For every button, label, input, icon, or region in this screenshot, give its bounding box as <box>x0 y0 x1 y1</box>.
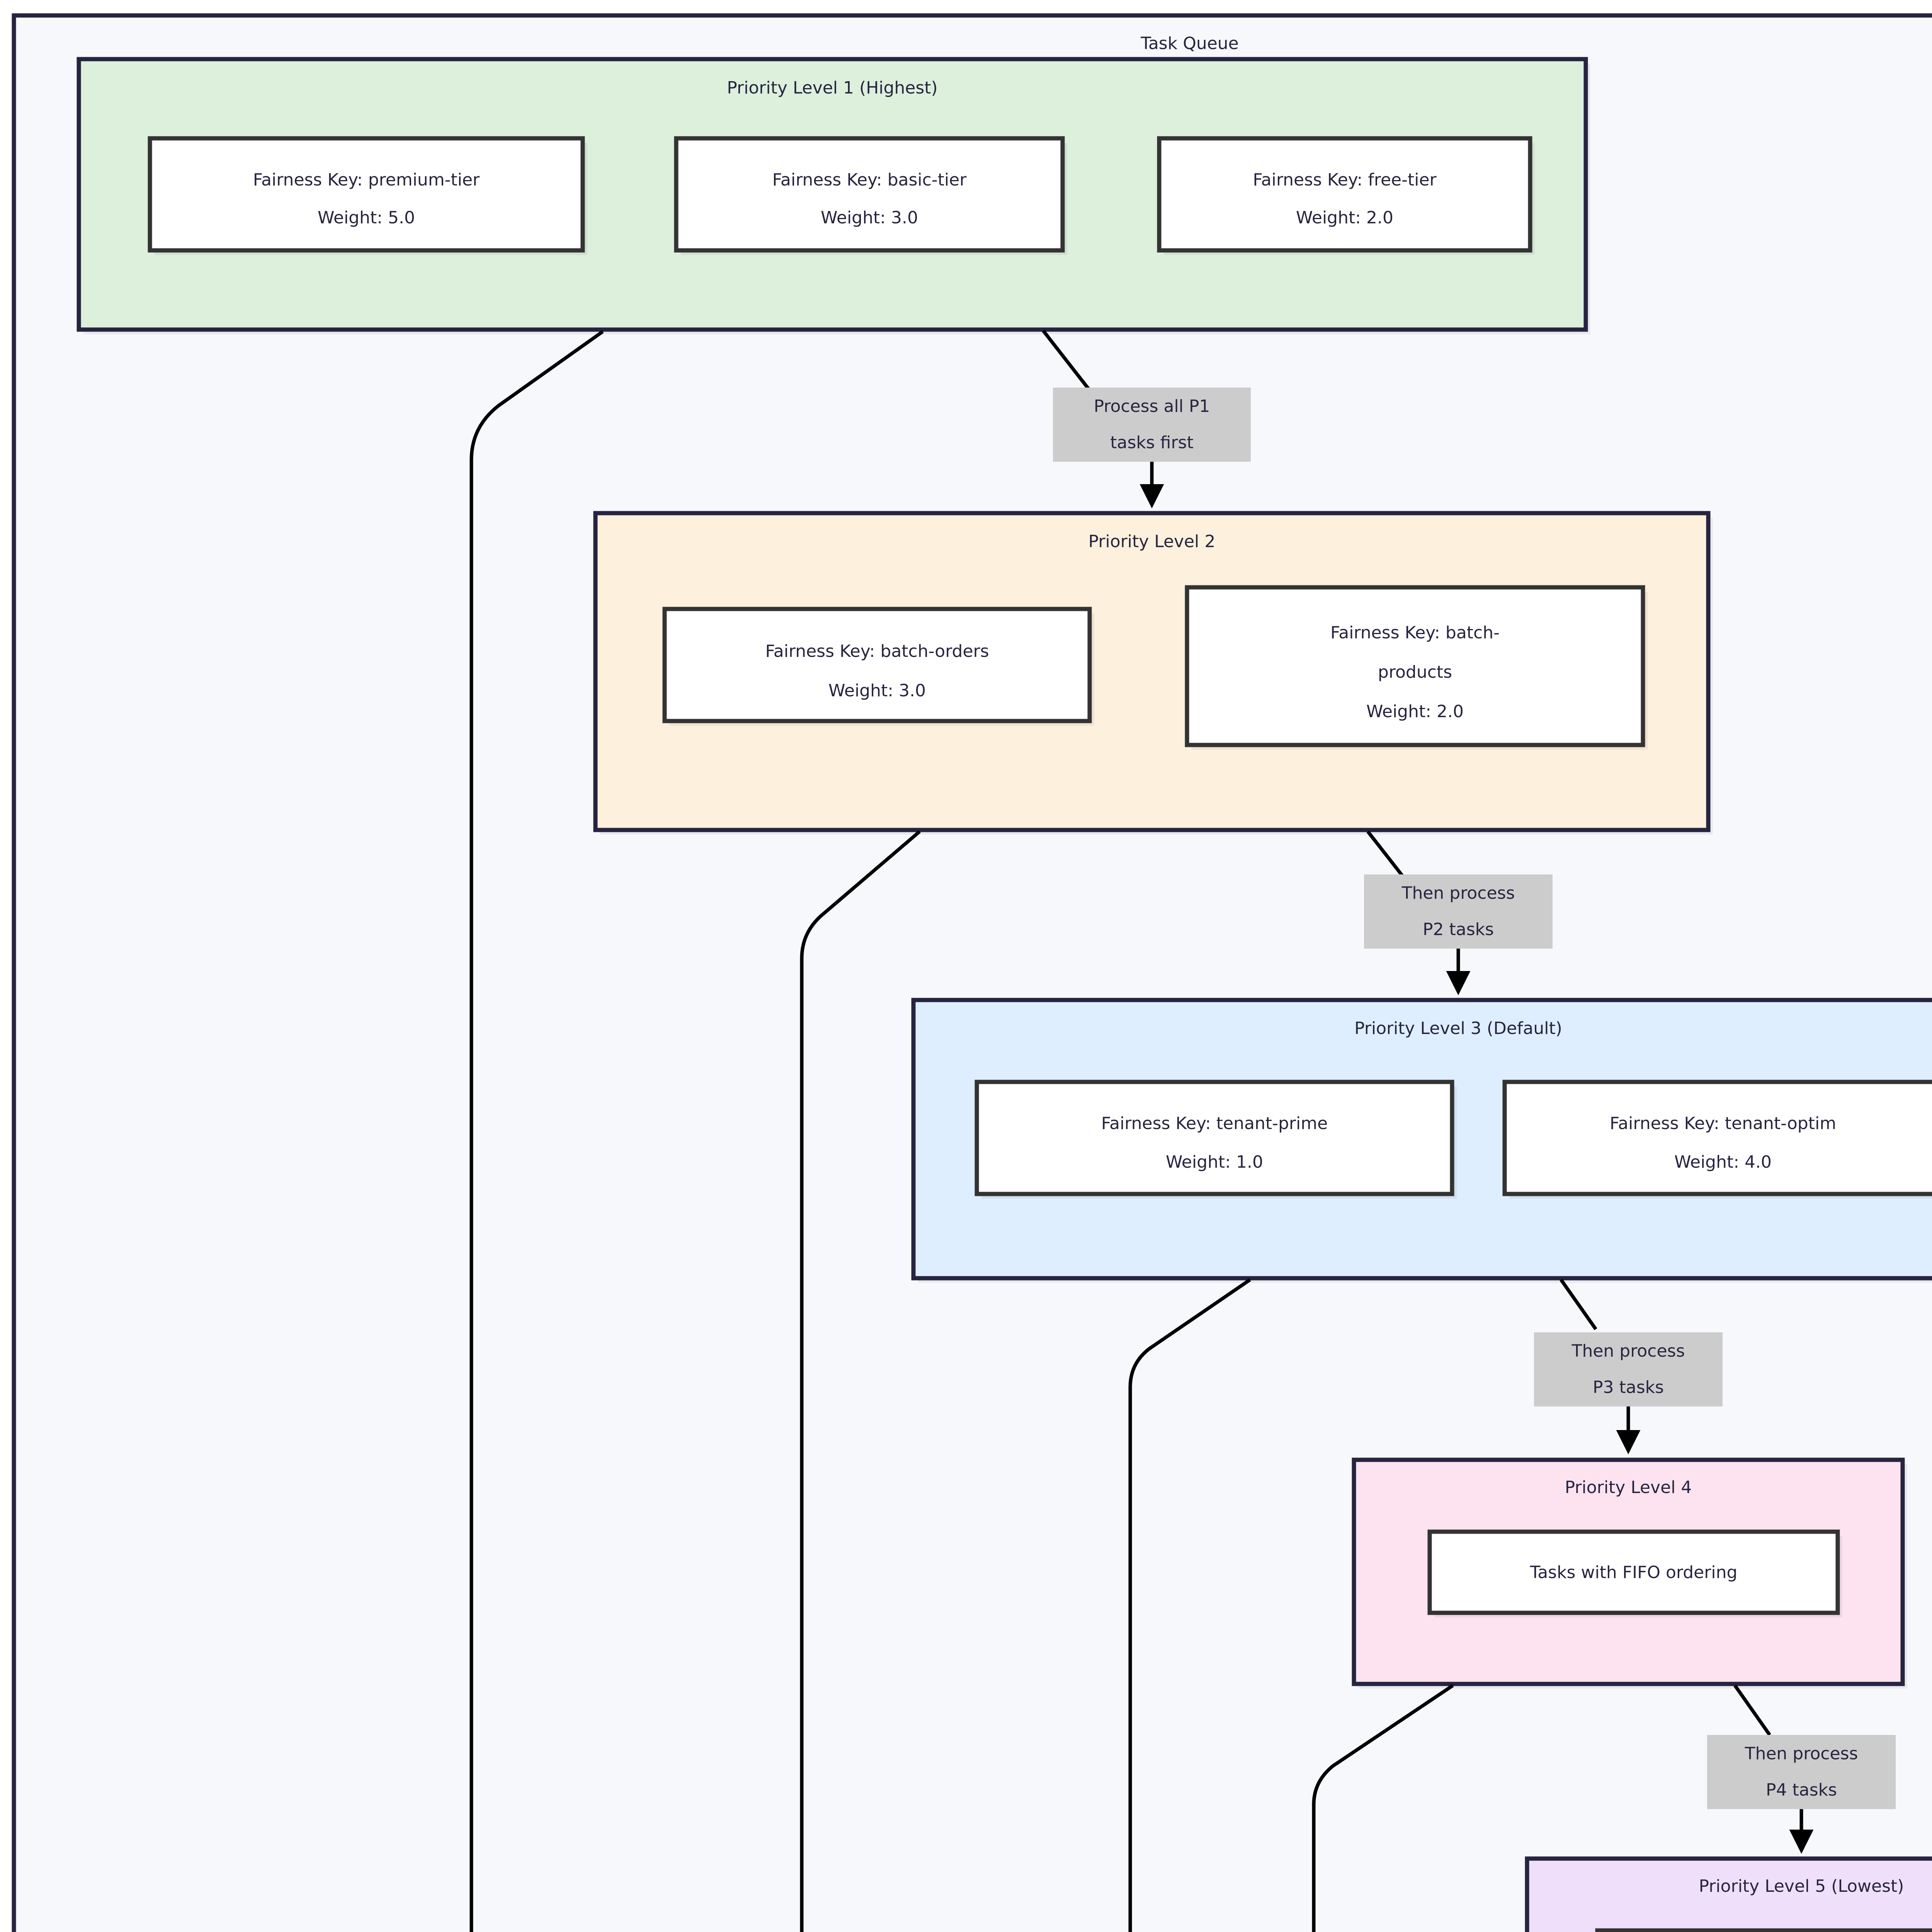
node-p4a[interactable] <box>1427 1529 1840 1615</box>
node-p3b[interactable] <box>1502 1080 1932 1196</box>
node-p1c[interactable] <box>1157 136 1532 253</box>
node-p2b-line1: Fairness Key: batch- <box>1330 623 1500 643</box>
edge-label-2-line2: P2 tasks <box>1423 920 1494 939</box>
node-p1c-line1: Fairness Key: free-tier <box>1253 170 1437 190</box>
edge-label-1-bg <box>1053 388 1251 462</box>
edge-p1-to-workers <box>469 330 604 1932</box>
edge-label-3-line1: Then process <box>1571 1341 1685 1361</box>
node-p1a-line2: Weight: 5.0 <box>318 208 415 228</box>
cluster-p3-label: Priority Level 3 (Default) <box>1354 1019 1562 1038</box>
edge-label-2-line1: Then process <box>1401 883 1515 903</box>
edge-label-1-line1: Process all P1 <box>1094 396 1210 416</box>
edge-label-3-line2: P3 tasks <box>1593 1378 1664 1397</box>
cluster-p5-label: Priority Level 5 (Lowest) <box>1699 1876 1904 1896</box>
edge-p2-to-workers <box>800 830 921 1932</box>
cluster-p5 <box>1525 1856 1932 1932</box>
node-p3b-line2: Weight: 4.0 <box>1674 1152 1772 1172</box>
edge-label-4-line2: P4 tasks <box>1766 1780 1837 1800</box>
node-p2b-line3: Weight: 2.0 <box>1366 702 1464 721</box>
node-p2a-line1: Fairness Key: batch-orders <box>765 641 989 661</box>
edge-label-4-line1: Then process <box>1745 1744 1858 1764</box>
node-p1a-line1: Fairness Key: premium-tier <box>253 170 480 190</box>
node-p1c-line2: Weight: 2.0 <box>1296 208 1393 228</box>
node-p1b-line1: Fairness Key: basic-tier <box>772 170 967 190</box>
edge-p3-to-p4-stem <box>1560 1279 1597 1330</box>
node-p3a-line1: Fairness Key: tenant-prime <box>1101 1114 1328 1133</box>
edge-p4-to-p5-stem <box>1733 1684 1771 1736</box>
edge-label-4-bg <box>1707 1735 1896 1809</box>
node-p3a-line2: Weight: 1.0 <box>1166 1152 1263 1172</box>
node-p2a-line2: Weight: 3.0 <box>828 681 926 701</box>
node-p2a[interactable] <box>662 607 1092 723</box>
edge-label-2-bg <box>1364 874 1553 949</box>
node-p4a-line1: Tasks with FIFO ordering <box>1530 1563 1738 1582</box>
cluster-p1-label: Priority Level 1 (Highest) <box>727 78 937 98</box>
cluster-p4-label: Priority Level 4 <box>1565 1478 1692 1497</box>
task-queue-label: Task Queue <box>1140 34 1239 53</box>
node-p2b[interactable] <box>1185 585 1645 747</box>
edge-p3-to-workers <box>1128 1278 1251 1932</box>
edge-label-3-bg <box>1534 1332 1723 1406</box>
node-p5a[interactable] <box>1595 1928 1932 1932</box>
node-p1b[interactable] <box>674 136 1065 253</box>
edge-label-1-line2: tasks first <box>1110 433 1194 452</box>
node-p2b-line2: products <box>1378 662 1452 682</box>
cluster-p2-label: Priority Level 2 <box>1088 532 1216 551</box>
node-p1a[interactable] <box>148 136 585 253</box>
edge-p1-to-p2-stem <box>1042 330 1091 391</box>
node-p3b-line1: Fairness Key: tenant-optim <box>1610 1114 1836 1133</box>
edge-p2-to-p3-stem <box>1366 830 1408 882</box>
node-p1b-line2: Weight: 3.0 <box>821 208 918 228</box>
edge-p4-to-workers <box>1312 1684 1454 1932</box>
node-p3a[interactable] <box>975 1080 1454 1196</box>
